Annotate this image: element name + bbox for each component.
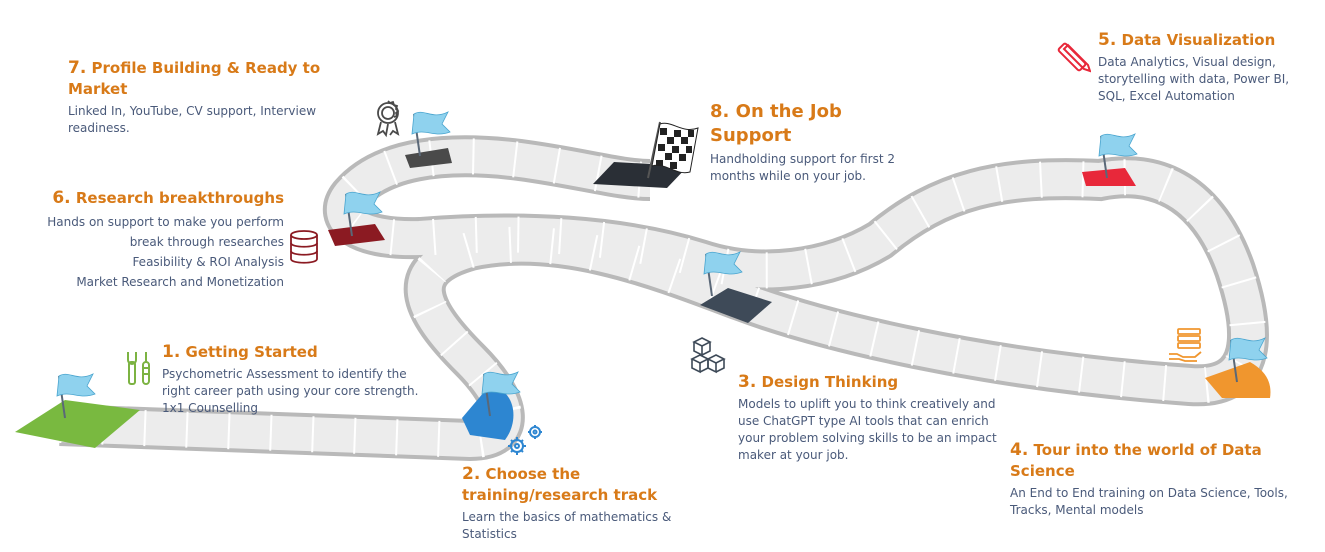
step-number: 7.: [68, 58, 87, 78]
step-title: 4. Tour into the world of Data Science: [1010, 440, 1305, 482]
gears-icon: [508, 425, 542, 455]
step-number: 8.: [710, 101, 730, 122]
step-title-text: Getting Started: [185, 343, 318, 361]
step-description: Models to uplift you to think creatively…: [738, 397, 997, 462]
step-description: Hands on support to make you perform bre…: [14, 212, 284, 292]
tile-step-6: [328, 224, 385, 246]
step-description: Handholding support for first 2 months w…: [710, 152, 895, 183]
flag-step-4: [1228, 337, 1268, 383]
step-number: 2.: [462, 464, 481, 484]
step-2: 2. Choose the training/research track Le…: [462, 464, 702, 543]
database-icon: [290, 230, 318, 264]
step-1: 1. Getting Started Psychometric Assessme…: [162, 342, 424, 417]
step-description: Linked In, YouTube, CV support, Intervie…: [68, 104, 317, 135]
flag-step-5: [1098, 133, 1138, 179]
step-5: 5. Data Visualization Data Analytics, Vi…: [1098, 30, 1320, 105]
step-title: 8. On the Job Support: [710, 100, 925, 148]
flag-step-6: [343, 191, 383, 237]
tile-step-2: [462, 385, 514, 440]
step-title-text: On the Job Support: [710, 101, 842, 146]
checkered-flag-icon: [647, 121, 699, 179]
step-number: 3.: [738, 372, 757, 392]
step-number: 6.: [52, 188, 71, 208]
step-8: 8. On the Job Support Handholding suppor…: [710, 100, 925, 185]
step-title: 2. Choose the training/research track: [462, 464, 702, 506]
step-description-line: Feasibility & ROI Analysis: [132, 255, 284, 269]
step-title: 3. Design Thinking: [738, 372, 1006, 393]
step-description-line: break through researches: [129, 235, 284, 249]
step-title: 7. Profile Building & Ready to Market: [68, 58, 358, 100]
step-description-line: Market Research and Monetization: [76, 275, 284, 289]
step-description: Data Analytics, Visual design, storytell…: [1098, 55, 1290, 103]
step-6: 6. Research breakthroughs Hands on suppo…: [14, 188, 284, 292]
step-description-line: Hands on support to make you perform: [47, 215, 284, 229]
flag-step-3: [703, 251, 743, 297]
tools-icon: [127, 352, 150, 385]
step-description: Learn the basics of mathematics & Statis…: [462, 510, 672, 541]
step-title: 1. Getting Started: [162, 342, 424, 363]
flag-step-2: [481, 371, 521, 417]
step-description: Psychometric Assessment to identify the …: [162, 367, 419, 415]
step-number: 4.: [1010, 440, 1029, 460]
step-title-text: Profile Building & Ready to Market: [68, 59, 321, 98]
tile-step-3: [700, 288, 772, 323]
tile-step-5: [1082, 168, 1136, 186]
step-title-text: Design Thinking: [761, 373, 899, 391]
step-4: 4. Tour into the world of Data Science A…: [1010, 440, 1305, 519]
step-title: 6. Research breakthroughs: [14, 188, 284, 209]
flag-step-1: [56, 373, 96, 419]
cubes-icon: [690, 337, 726, 374]
step-description: An End to End training on Data Science, …: [1010, 486, 1288, 517]
tile-step-7: [405, 148, 452, 168]
step-title-text: Choose the training/research track: [462, 465, 658, 504]
tile-step-4: [1205, 362, 1271, 398]
tile-step-1: [15, 400, 140, 448]
step-title-text: Tour into the world of Data Science: [1010, 441, 1262, 480]
hand-stack-icon: [1169, 328, 1202, 362]
step-number: 5.: [1098, 30, 1117, 50]
step-3: 3. Design Thinking Models to uplift you …: [738, 372, 1006, 464]
step-number: 1.: [162, 342, 181, 362]
step-title-text: Research breakthroughs: [75, 189, 284, 207]
step-title: 5. Data Visualization: [1098, 30, 1320, 51]
step-title-text: Data Visualization: [1121, 31, 1276, 49]
flag-step-7: [411, 111, 451, 157]
award-icon: [376, 100, 400, 138]
pencil-ruler-icon: [1057, 42, 1091, 73]
tile-step-8: [593, 162, 688, 188]
step-7: 7. Profile Building & Ready to Market Li…: [68, 58, 358, 137]
